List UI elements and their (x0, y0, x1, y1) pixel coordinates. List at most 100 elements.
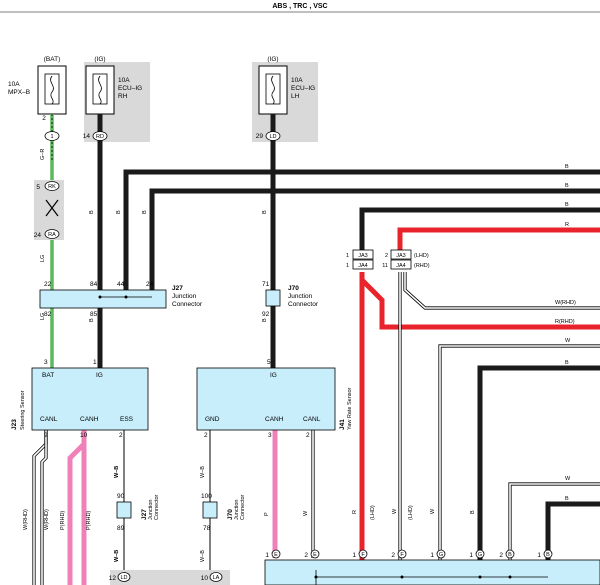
junction-j27-lower: 90 89 J27 Junction Connector (116, 493, 160, 532)
bottom-splice-strip (110, 570, 230, 585)
svg-text:(IG): (IG) (94, 56, 105, 63)
svg-text:B: B (262, 318, 268, 322)
svg-text:F: F (361, 552, 365, 558)
svg-text:2: 2 (391, 552, 395, 559)
svg-text:J41: J41 (339, 419, 346, 430)
svg-text:Connector: Connector (240, 494, 246, 520)
svg-text:ECU–IG: ECU–IG (118, 85, 142, 92)
svg-text:B: B (565, 360, 569, 366)
svg-text:E: E (274, 552, 278, 558)
svg-text:B: B (565, 202, 569, 208)
svg-text:82: 82 (44, 311, 52, 318)
svg-text:B: B (565, 496, 569, 502)
svg-text:11: 11 (382, 263, 388, 269)
svg-text:Junction: Junction (148, 500, 154, 521)
svg-text:1: 1 (537, 552, 541, 559)
svg-text:E: E (313, 552, 317, 558)
svg-text:LH: LH (291, 93, 300, 100)
svg-text:78: 78 (203, 525, 211, 532)
svg-text:22: 22 (44, 281, 52, 288)
wire-black-top-2 (149, 188, 600, 290)
svg-text:W–B: W–B (114, 550, 120, 562)
svg-text:RA: RA (48, 232, 56, 238)
svg-text:G: G (439, 552, 443, 558)
svg-text:92: 92 (262, 311, 270, 318)
node-rd (92, 131, 108, 141)
svg-text:24: 24 (146, 281, 154, 288)
svg-text:R(RHD): R(RHD) (555, 319, 575, 325)
svg-text:R: R (565, 222, 569, 228)
svg-text:IG: IG (96, 372, 103, 379)
svg-text:JA3: JA3 (396, 253, 405, 259)
svg-text:W(RHD): W(RHD) (555, 300, 576, 306)
svg-text:Junction: Junction (172, 293, 197, 300)
svg-text:JA4: JA4 (358, 263, 367, 269)
svg-text:10: 10 (201, 575, 209, 582)
svg-text:(LHD): (LHD) (370, 505, 376, 520)
svg-text:12: 12 (109, 575, 117, 582)
svg-text:W: W (565, 338, 571, 344)
svg-text:B: B (565, 183, 569, 189)
svg-text:JA3: JA3 (358, 253, 367, 259)
svg-text:J23: J23 (11, 419, 18, 430)
svg-text:W–B: W–B (200, 550, 206, 562)
svg-text:B: B (546, 552, 550, 558)
fuse-icon (98, 75, 102, 105)
svg-text:P(RHD): P(RHD) (86, 511, 92, 530)
svg-text:F: F (400, 552, 404, 558)
junction-j70: 71 92 J70 Junction Connector (262, 281, 319, 318)
svg-text:1: 1 (430, 552, 434, 559)
svg-text:1: 1 (346, 263, 349, 269)
svg-text:B: B (470, 510, 476, 514)
svg-text:89: 89 (117, 525, 125, 532)
svg-text:14: 14 (83, 133, 91, 140)
svg-text:10A: 10A (8, 81, 20, 88)
wire-red-top (397, 227, 600, 250)
svg-text:3: 3 (268, 432, 272, 439)
fuse-ecu-ig-rh: (IG) 10A ECU–IG RH (84, 56, 150, 142)
component-steering-sensor: BAT IG CANL CANH ESS 3 1 9 10 2 J23 Stee… (11, 359, 149, 439)
svg-text:Connector: Connector (154, 494, 160, 520)
svg-text:ECU–IG: ECU–IG (291, 85, 315, 92)
svg-text:9: 9 (44, 432, 48, 439)
svg-text:P: P (264, 512, 270, 516)
svg-text:LA: LA (213, 575, 220, 581)
svg-text:CANH: CANH (80, 416, 99, 423)
svg-text:W: W (303, 510, 309, 516)
svg-text:1: 1 (352, 552, 356, 559)
svg-text:B: B (565, 164, 569, 170)
svg-text:Junction: Junction (234, 500, 240, 521)
fuse-icon (50, 75, 54, 105)
svg-text:24: 24 (34, 232, 42, 239)
svg-text:R: R (352, 510, 358, 514)
svg-text:71: 71 (262, 281, 270, 288)
page-title: ABS , TRC , VSC (272, 3, 327, 10)
svg-text:W: W (565, 476, 571, 482)
svg-text:W(RHD): W(RHD) (44, 509, 50, 530)
svg-text:2: 2 (119, 432, 123, 439)
svg-text:W: W (392, 508, 398, 514)
svg-text:ESS: ESS (120, 416, 134, 423)
fuse-mpxb: (BAT) 10A MPX–B 2 (8, 56, 67, 122)
fuse-icon (271, 75, 275, 105)
svg-text:5: 5 (36, 184, 40, 191)
bottom-connectors: E 1 E 2 F 1 F 2 G 1 G 1 B 2 B 1 (265, 549, 553, 559)
splice-rk-ra: RK 5 RA 24 (34, 180, 64, 240)
svg-text:(RHD): (RHD) (414, 263, 430, 269)
svg-text:W(RHD): W(RHD) (23, 509, 29, 530)
svg-text:RH: RH (118, 93, 128, 100)
svg-text:84: 84 (90, 281, 98, 288)
svg-text:J27: J27 (172, 285, 183, 292)
wire-black-top-3 (359, 207, 600, 250)
svg-text:G: G (478, 552, 482, 558)
svg-text:2: 2 (499, 552, 503, 559)
svg-text:(BAT): (BAT) (44, 56, 61, 63)
svg-text:29: 29 (256, 133, 264, 140)
svg-text:2: 2 (304, 552, 308, 559)
svg-text:B: B (116, 210, 122, 214)
svg-text:(IG): (IG) (267, 56, 278, 63)
fuse-ecu-ig-lh: (IG) 10A ECU–IG LH (252, 56, 318, 142)
svg-text:RD: RD (96, 134, 104, 140)
svg-text:3: 3 (44, 359, 48, 366)
svg-text:10: 10 (80, 432, 88, 439)
